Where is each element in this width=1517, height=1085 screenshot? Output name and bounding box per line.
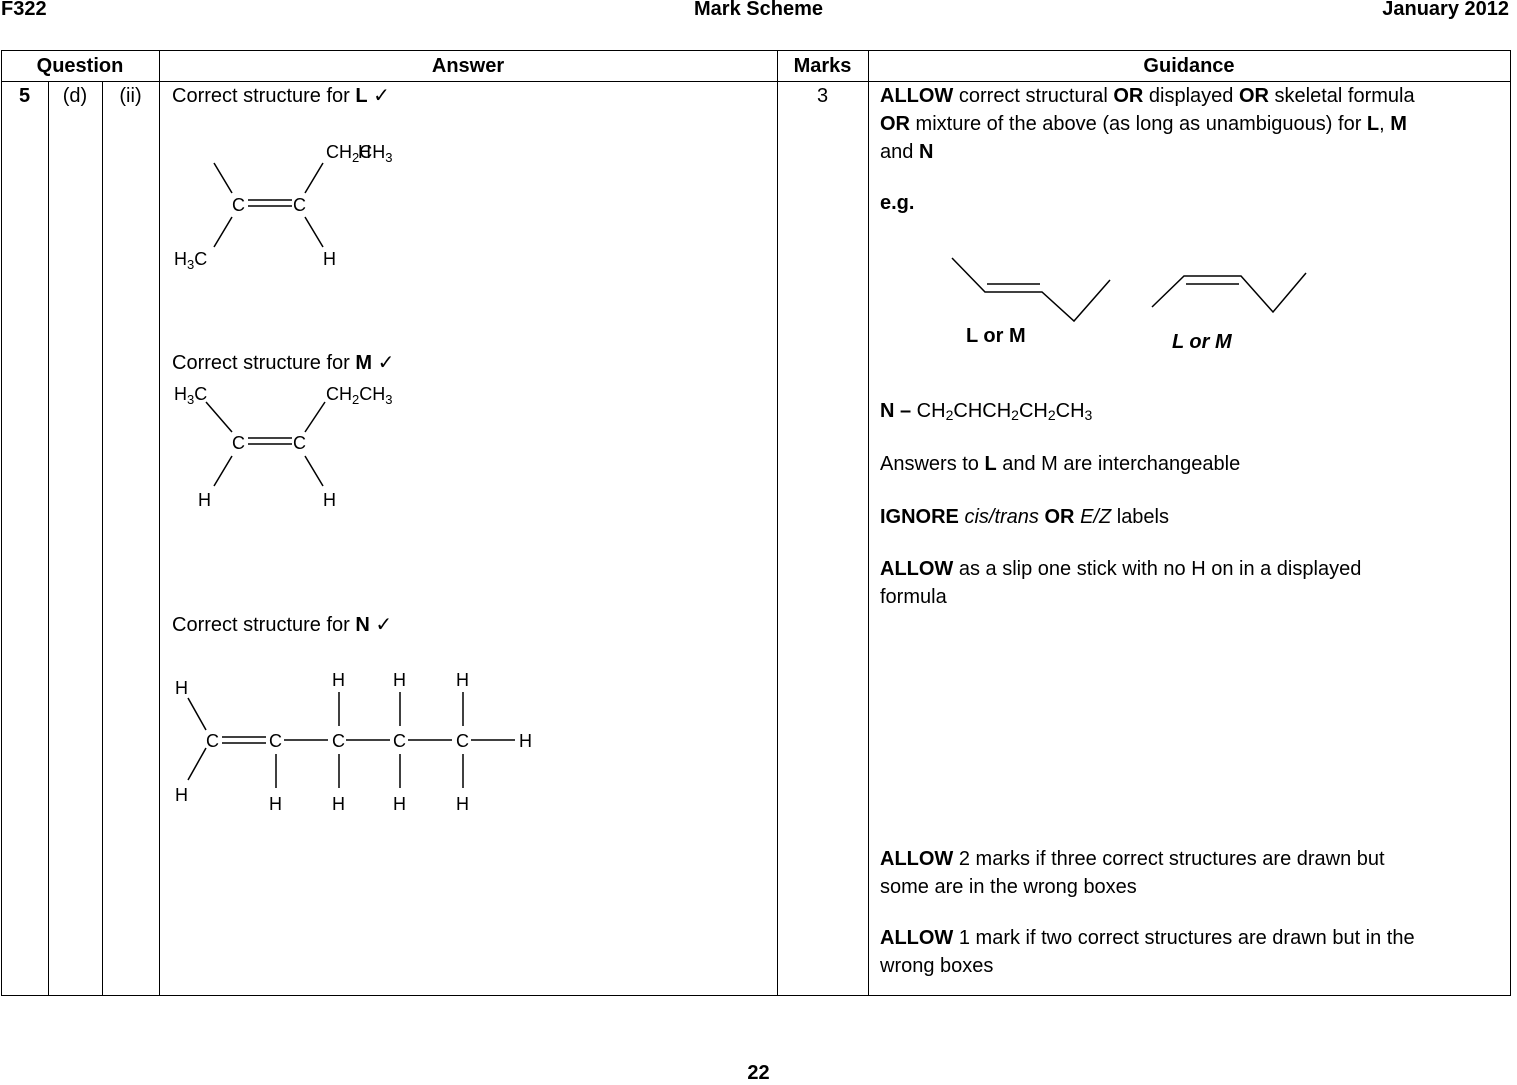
- atom-label: H3C: [174, 384, 207, 407]
- table-col-border: [159, 50, 160, 996]
- skeletal-chain-1: [951, 257, 1111, 323]
- bond: [304, 455, 324, 487]
- guidance-allow-two-marks: ALLOW 2 marks if three correct structure…: [880, 848, 1385, 898]
- structure-n-diagram: H H H H C C C C C H H H H H H: [175, 670, 532, 814]
- structure-m-diagram: H3C CH2CH3 C C H H: [174, 384, 392, 510]
- atom-label: H: [175, 678, 188, 698]
- atom-label: CH2CH3: [326, 142, 392, 165]
- atom-label: C: [206, 731, 219, 751]
- guidance-ignore: IGNORE cis/trans OR E/Z labels: [880, 506, 1169, 528]
- guidance-interchangeable: Answers to L and M are interchangeable: [880, 453, 1241, 475]
- bond: [205, 401, 233, 433]
- header-marks: Marks: [793, 55, 852, 77]
- answer-m-label: Correct structure for M ✓: [172, 352, 395, 374]
- paper-code: F322: [1, 0, 47, 20]
- atom-label: C: [293, 195, 306, 215]
- table-top-border: [1, 50, 1511, 51]
- atom-label: H: [198, 490, 211, 510]
- table-header-border: [1, 81, 1511, 82]
- atom-label: C: [332, 731, 345, 751]
- table-bottom-border: [1, 995, 1511, 996]
- atom-label: CH2CH3: [326, 384, 392, 407]
- atom-label: H: [358, 142, 371, 162]
- skeletal-chain-2: [1151, 272, 1307, 314]
- atom-label: C: [232, 433, 245, 453]
- bond: [304, 162, 324, 194]
- atom-label: C: [269, 731, 282, 751]
- atom-label: H: [393, 794, 406, 814]
- guidance-allow-formula: ALLOW correct structural OR displayed OR…: [880, 85, 1415, 163]
- header-answer: Answer: [431, 55, 505, 77]
- header-guidance: Guidance: [1143, 55, 1235, 77]
- answer-l-label: Correct structure for L ✓: [172, 85, 390, 107]
- atom-label: H: [332, 670, 345, 690]
- question-part: (d): [62, 85, 88, 107]
- atom-label: C: [393, 731, 406, 751]
- bond: [304, 216, 324, 248]
- atom-label: H: [456, 670, 469, 690]
- table-col-border: [1, 50, 2, 996]
- bond: [187, 747, 207, 781]
- skeletal-label-2: L or M: [1172, 331, 1233, 353]
- guidance-eg: e.g.: [880, 192, 915, 214]
- table-col-border: [102, 82, 103, 996]
- exam-date: January 2012: [1382, 0, 1509, 20]
- page-number: 22: [747, 1062, 770, 1084]
- table-col-border: [777, 50, 778, 996]
- document-title: Mark Scheme: [694, 0, 823, 20]
- bond: [187, 697, 207, 731]
- atom-label: H: [175, 785, 188, 805]
- bond: [213, 455, 233, 487]
- guidance-allow-one-mark: ALLOW 1 mark if two correct structures a…: [880, 927, 1415, 977]
- bond: [304, 401, 326, 433]
- question-number: 5: [18, 85, 31, 107]
- atom-label: H: [323, 490, 336, 510]
- marks-value: 3: [816, 85, 829, 107]
- atom-label: C: [293, 433, 306, 453]
- atom-label: H: [393, 670, 406, 690]
- atom-label: H: [269, 794, 282, 814]
- bond: [213, 216, 233, 248]
- skeletal-label-1: L or M: [966, 325, 1026, 347]
- question-subpart: (ii): [119, 85, 142, 107]
- atom-label: C: [456, 731, 469, 751]
- bond: [213, 162, 233, 194]
- atom-label: H: [332, 794, 345, 814]
- answer-n-label: Correct structure for N ✓: [172, 614, 393, 636]
- skeletal-formulae: L or M L or M: [951, 257, 1307, 353]
- atom-label: H: [323, 249, 336, 269]
- table-col-border: [48, 82, 49, 996]
- atom-label: C: [232, 195, 245, 215]
- header-question: Question: [36, 55, 124, 77]
- structure-l-diagram: H CH2CH3 C C H3C H: [174, 142, 392, 272]
- atom-label: H: [456, 794, 469, 814]
- table-col-border: [1510, 50, 1511, 996]
- table-col-border: [868, 50, 869, 996]
- atom-label: H3C: [174, 249, 207, 272]
- guidance-n-formula: N – CH2CHCH2CH2CH3: [880, 400, 1093, 423]
- atom-label: H: [519, 731, 532, 751]
- guidance-allow-slip: ALLOW as a slip one stick with no H on i…: [880, 558, 1362, 608]
